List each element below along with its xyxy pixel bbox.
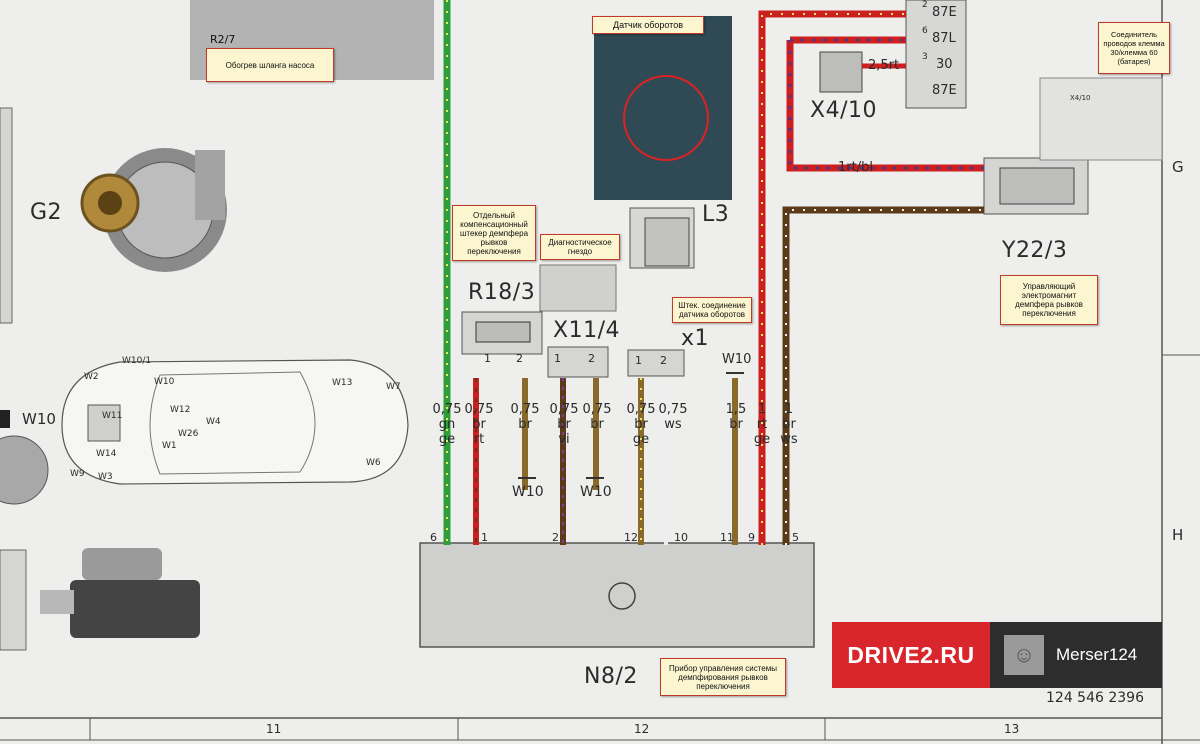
ground-label-w10-1: W10	[512, 484, 544, 500]
drive2-badge[interactable]: DRIVE2.RU ☺ Merser124	[832, 622, 1162, 688]
note-separate-plug: Отдельный компенсационный штекер демпфер…	[452, 205, 536, 261]
label-x4-10-small: X4/10	[1070, 94, 1091, 102]
n8-symbol	[608, 582, 636, 610]
n8-pin-1: 1	[481, 531, 488, 544]
doc-number: 124 546 2396	[1046, 690, 1144, 706]
car-outline	[61, 359, 409, 485]
car-label-w3: W3	[98, 472, 113, 482]
note-rpm-sensor: Датчик оборотов	[592, 16, 704, 34]
relay-pin-num-3: 3	[922, 52, 928, 62]
car-label-w10: W10	[154, 377, 175, 387]
r18-pin-1: 1	[484, 352, 491, 365]
label-r2-7: R2/7	[210, 33, 236, 46]
note-n8-2: Прибор управления системы демпфирования …	[660, 658, 786, 696]
relay-pin-87e-bottom: 87E	[932, 83, 957, 98]
label-l3: L3	[702, 202, 730, 227]
rpm-sensor-photo	[594, 16, 732, 200]
w10-component-image	[0, 435, 49, 505]
relay-pin-30: 30	[936, 57, 953, 72]
note-sensor-plug: Штек. соединение датчика оборотов	[672, 297, 752, 323]
wire-rt-bl	[786, 40, 984, 172]
car-label-w7: W7	[386, 382, 401, 392]
grid-number-13: 13	[1004, 722, 1020, 736]
connector-photo	[1039, 77, 1163, 161]
note-diag-socket: Диагностическое гнездо	[540, 234, 620, 260]
relay-pin-num-2: 2	[922, 0, 928, 10]
ground-label-w10-2: W10	[580, 484, 612, 500]
car-label-w1: W1	[162, 441, 177, 451]
car-label-w6: W6	[366, 458, 381, 468]
ground-label-w10-3: W10	[722, 352, 752, 367]
author-name[interactable]: Merser124	[1056, 645, 1138, 664]
car-label-w9: W9	[70, 469, 85, 479]
note-connector-x4-10: Соединитель проводов клемма 30/клемма 60…	[1098, 22, 1170, 74]
car-label-w2: W2	[84, 372, 99, 382]
note-y22-3: Управляющий электромагнит демпфера рывко…	[1000, 275, 1098, 325]
label-r18-3: R18/3	[468, 280, 536, 305]
label-y22-3: Y22/3	[1002, 238, 1068, 263]
starter-image	[40, 548, 200, 638]
car-label-w13: W13	[332, 378, 353, 388]
n8-pin-12: 12	[624, 531, 638, 544]
diag-socket-image	[539, 264, 617, 312]
n8-pin-2: 2	[552, 531, 559, 544]
x11-pin-2: 2	[588, 352, 595, 365]
x1-pin-1: 1	[635, 354, 642, 367]
label-n8-2: N8/2	[584, 664, 638, 689]
label-x4-10: X4/10	[810, 98, 877, 123]
grid-number-11: 11	[266, 722, 282, 736]
note-pump-hose: Обогрев шланга насоса	[206, 48, 334, 82]
grid-marker-h: H	[1172, 526, 1184, 544]
label-x1: x1	[681, 326, 710, 351]
n8-pin-10: 10	[674, 531, 688, 544]
grid-number-12: 12	[634, 722, 650, 736]
author-block[interactable]: ☺ Merser124	[990, 622, 1162, 688]
x1-pin-2: 2	[660, 354, 667, 367]
car-label-w11: W11	[102, 411, 123, 421]
n8-pin-9: 9	[748, 531, 755, 544]
car-label-w4: W4	[206, 417, 221, 427]
avatar: ☺	[1004, 635, 1044, 675]
grid-marker-g: G	[1172, 158, 1184, 176]
drive2-logo[interactable]: DRIVE2.RU	[832, 622, 990, 688]
car-label-w14: W14	[96, 449, 117, 459]
car-label-w10-1: W10/1	[122, 356, 152, 366]
wire-label-25rt: 2,5rt	[868, 58, 900, 73]
r18-pin-2: 2	[516, 352, 523, 365]
relay-pin-87l: 87L	[932, 31, 956, 46]
label-g2: G2	[30, 200, 63, 225]
alternator-image	[80, 148, 227, 272]
n8-pin-6: 6	[430, 531, 437, 544]
wire-label-1rtbl: 1rt/bl	[838, 160, 873, 175]
label-w10-left: W10	[22, 410, 56, 428]
car-label-w12: W12	[170, 405, 191, 415]
n8-pin-11: 11	[720, 531, 734, 544]
label-x11-4: X11/4	[553, 318, 620, 343]
n8-pin-5: 5	[792, 531, 799, 544]
wire-br-ws	[782, 206, 984, 545]
relay-pin-87e-top: 87E	[932, 5, 957, 20]
car-label-w26: W26	[178, 429, 199, 439]
wire-stubs	[473, 378, 738, 545]
x11-pin-1: 1	[554, 352, 561, 365]
relay-pin-num-6: 6	[922, 26, 928, 36]
